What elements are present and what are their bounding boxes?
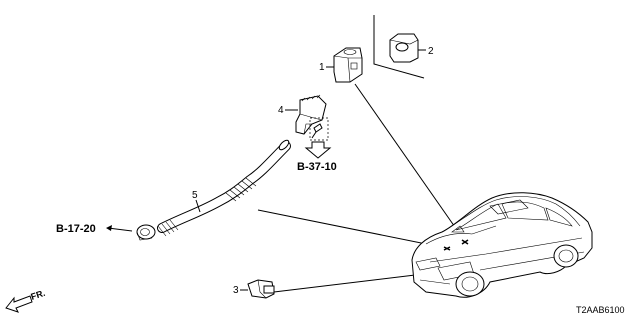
screw-reference-box xyxy=(309,117,329,141)
part-5-drain-hose[interactable] xyxy=(136,139,291,241)
part-2-clip-cover[interactable] xyxy=(389,33,419,63)
part-3-location-line xyxy=(273,271,441,293)
vehicle-illustration xyxy=(411,192,593,298)
part-3-sensor-plug[interactable] xyxy=(247,279,275,299)
callout-5-label: 5 xyxy=(192,190,198,201)
callout-3-label: 3 xyxy=(233,285,239,296)
part-1-sensor-housing[interactable] xyxy=(333,47,363,83)
part-5-location-line xyxy=(257,209,447,249)
front-direction-arrow-icon xyxy=(5,295,33,313)
reference-b-17-20[interactable]: B-17-20 xyxy=(56,223,96,235)
reference-arrow-down-icon xyxy=(304,141,332,159)
screw-icon xyxy=(311,123,323,139)
inset-bracket xyxy=(373,15,425,79)
callout-5-leader xyxy=(195,199,201,213)
front-direction-label: FR. xyxy=(30,288,47,302)
callout-1-label: 1 xyxy=(319,62,325,73)
callout-2-label: 2 xyxy=(428,46,434,57)
reference-b-37-10[interactable]: B-37-10 xyxy=(297,161,337,173)
diagram-code: T2AAB6100 xyxy=(576,305,625,315)
part-1-location-line xyxy=(354,83,465,241)
callout-4-label: 4 xyxy=(278,105,284,116)
reference-arrow-left-icon xyxy=(106,225,133,232)
